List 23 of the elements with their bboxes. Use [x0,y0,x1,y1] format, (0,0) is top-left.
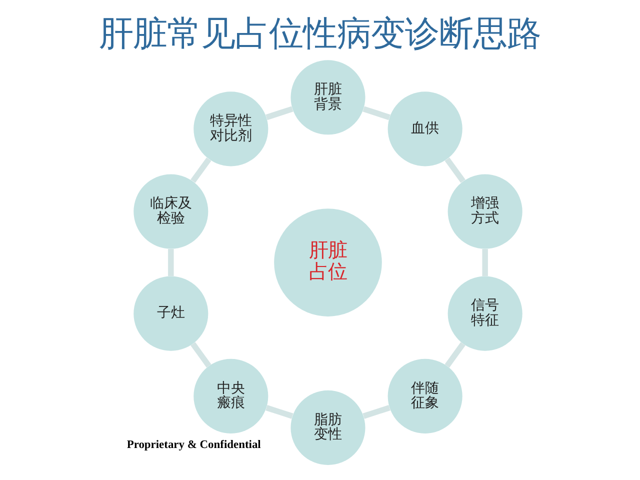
connector [190,342,212,368]
node-circle: 脂肪变性 [290,390,366,465]
connector [362,405,390,419]
connector [444,158,466,183]
node-circle: 信号特征 [448,276,522,351]
connector [266,106,294,120]
label: Proprietary & Confidential [126,439,261,451]
connector [362,106,390,120]
node-circle: 临床及检验 [134,174,208,249]
connector [190,158,212,183]
node-circle: 子灶 [134,276,208,351]
node-circle: 肝脏背景 [290,60,366,135]
connector [168,248,174,276]
connector [266,405,294,419]
node-circle: 伴随征象 [388,358,462,434]
node-circle: 增强方式 [448,174,522,249]
node-circle: 血供 [388,92,462,166]
node-circle: 中央瘢痕 [194,358,268,434]
node-circle: 肝脏占位 [274,208,382,316]
connector [482,248,488,276]
node-circle: 特异性对比剂 [194,92,268,166]
diagram-title: 肝脏常见占位性病变诊断思路 [99,14,541,54]
connector [444,342,466,368]
